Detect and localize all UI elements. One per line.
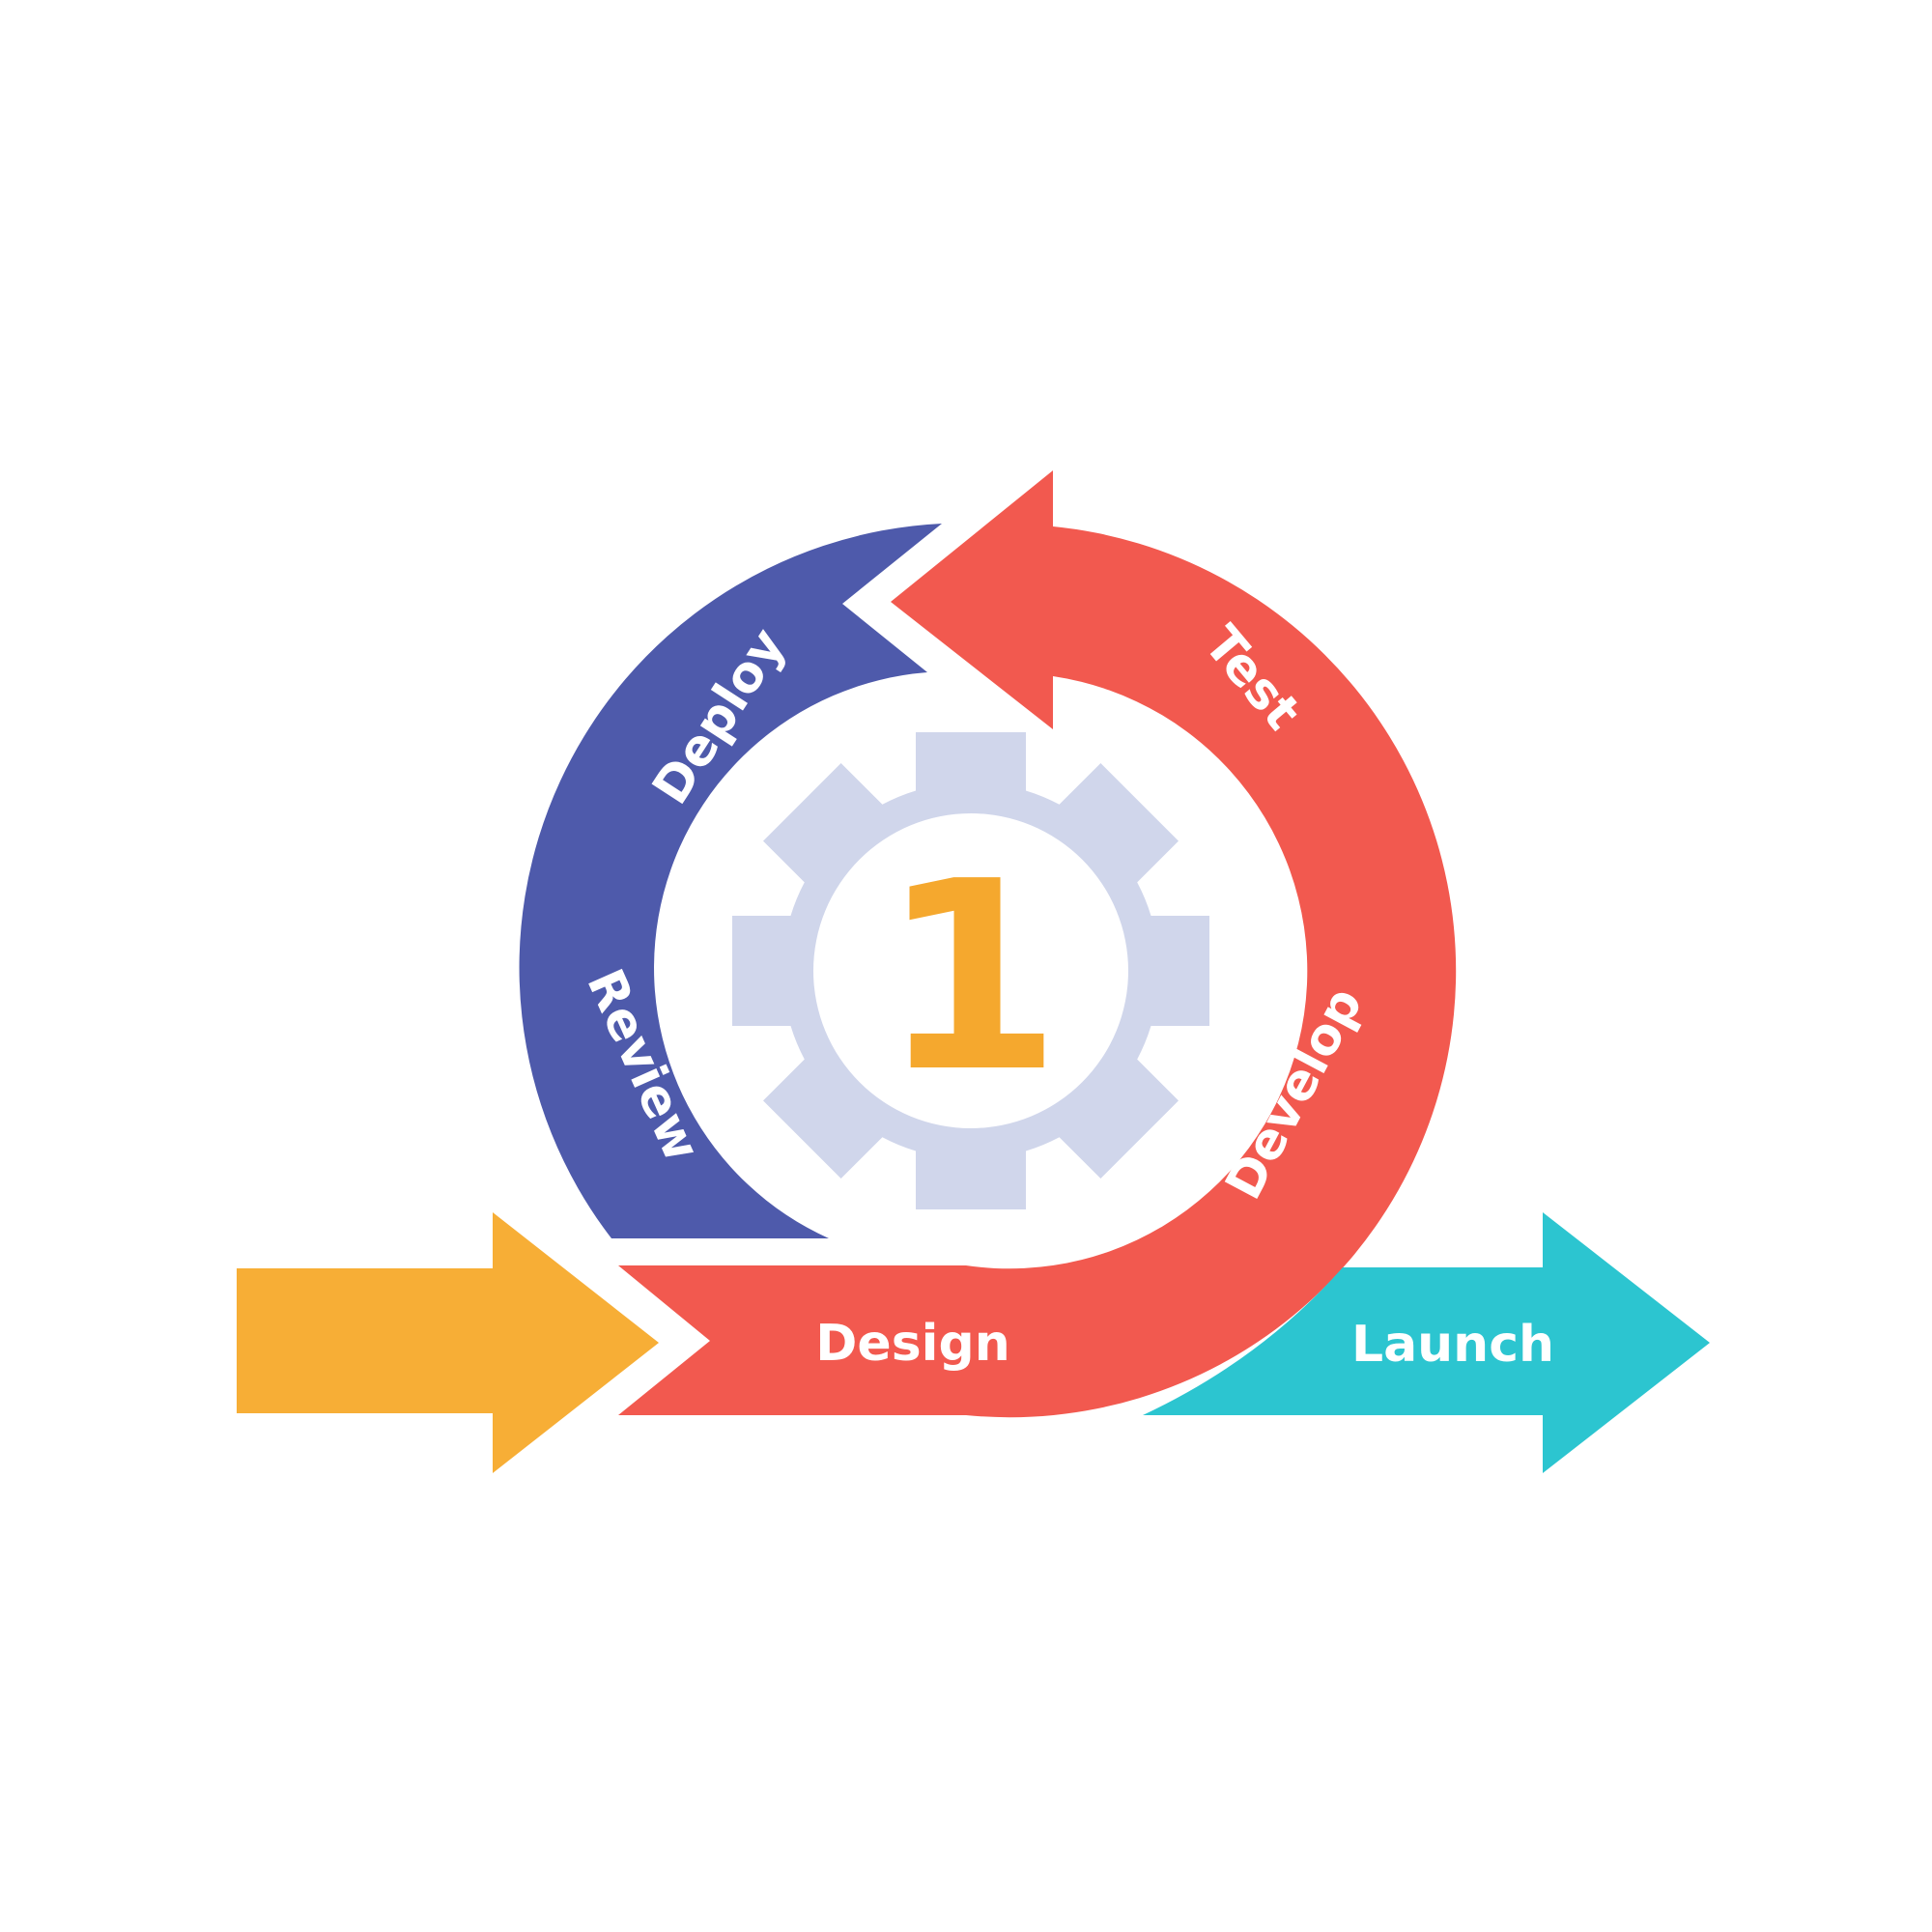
stage-label-launch: Launch bbox=[1351, 1316, 1554, 1374]
iteration-number: 1 bbox=[880, 825, 1062, 1129]
launch-arrow bbox=[1143, 1212, 1710, 1473]
design-develop-test-arrow bbox=[618, 470, 1457, 1418]
gear-icon bbox=[732, 732, 1209, 1209]
review-deploy-arrow bbox=[519, 524, 942, 1238]
stage-label-design: Design bbox=[815, 1315, 1009, 1373]
gear-shape bbox=[732, 732, 1209, 1209]
entry-arrow bbox=[237, 1212, 659, 1473]
